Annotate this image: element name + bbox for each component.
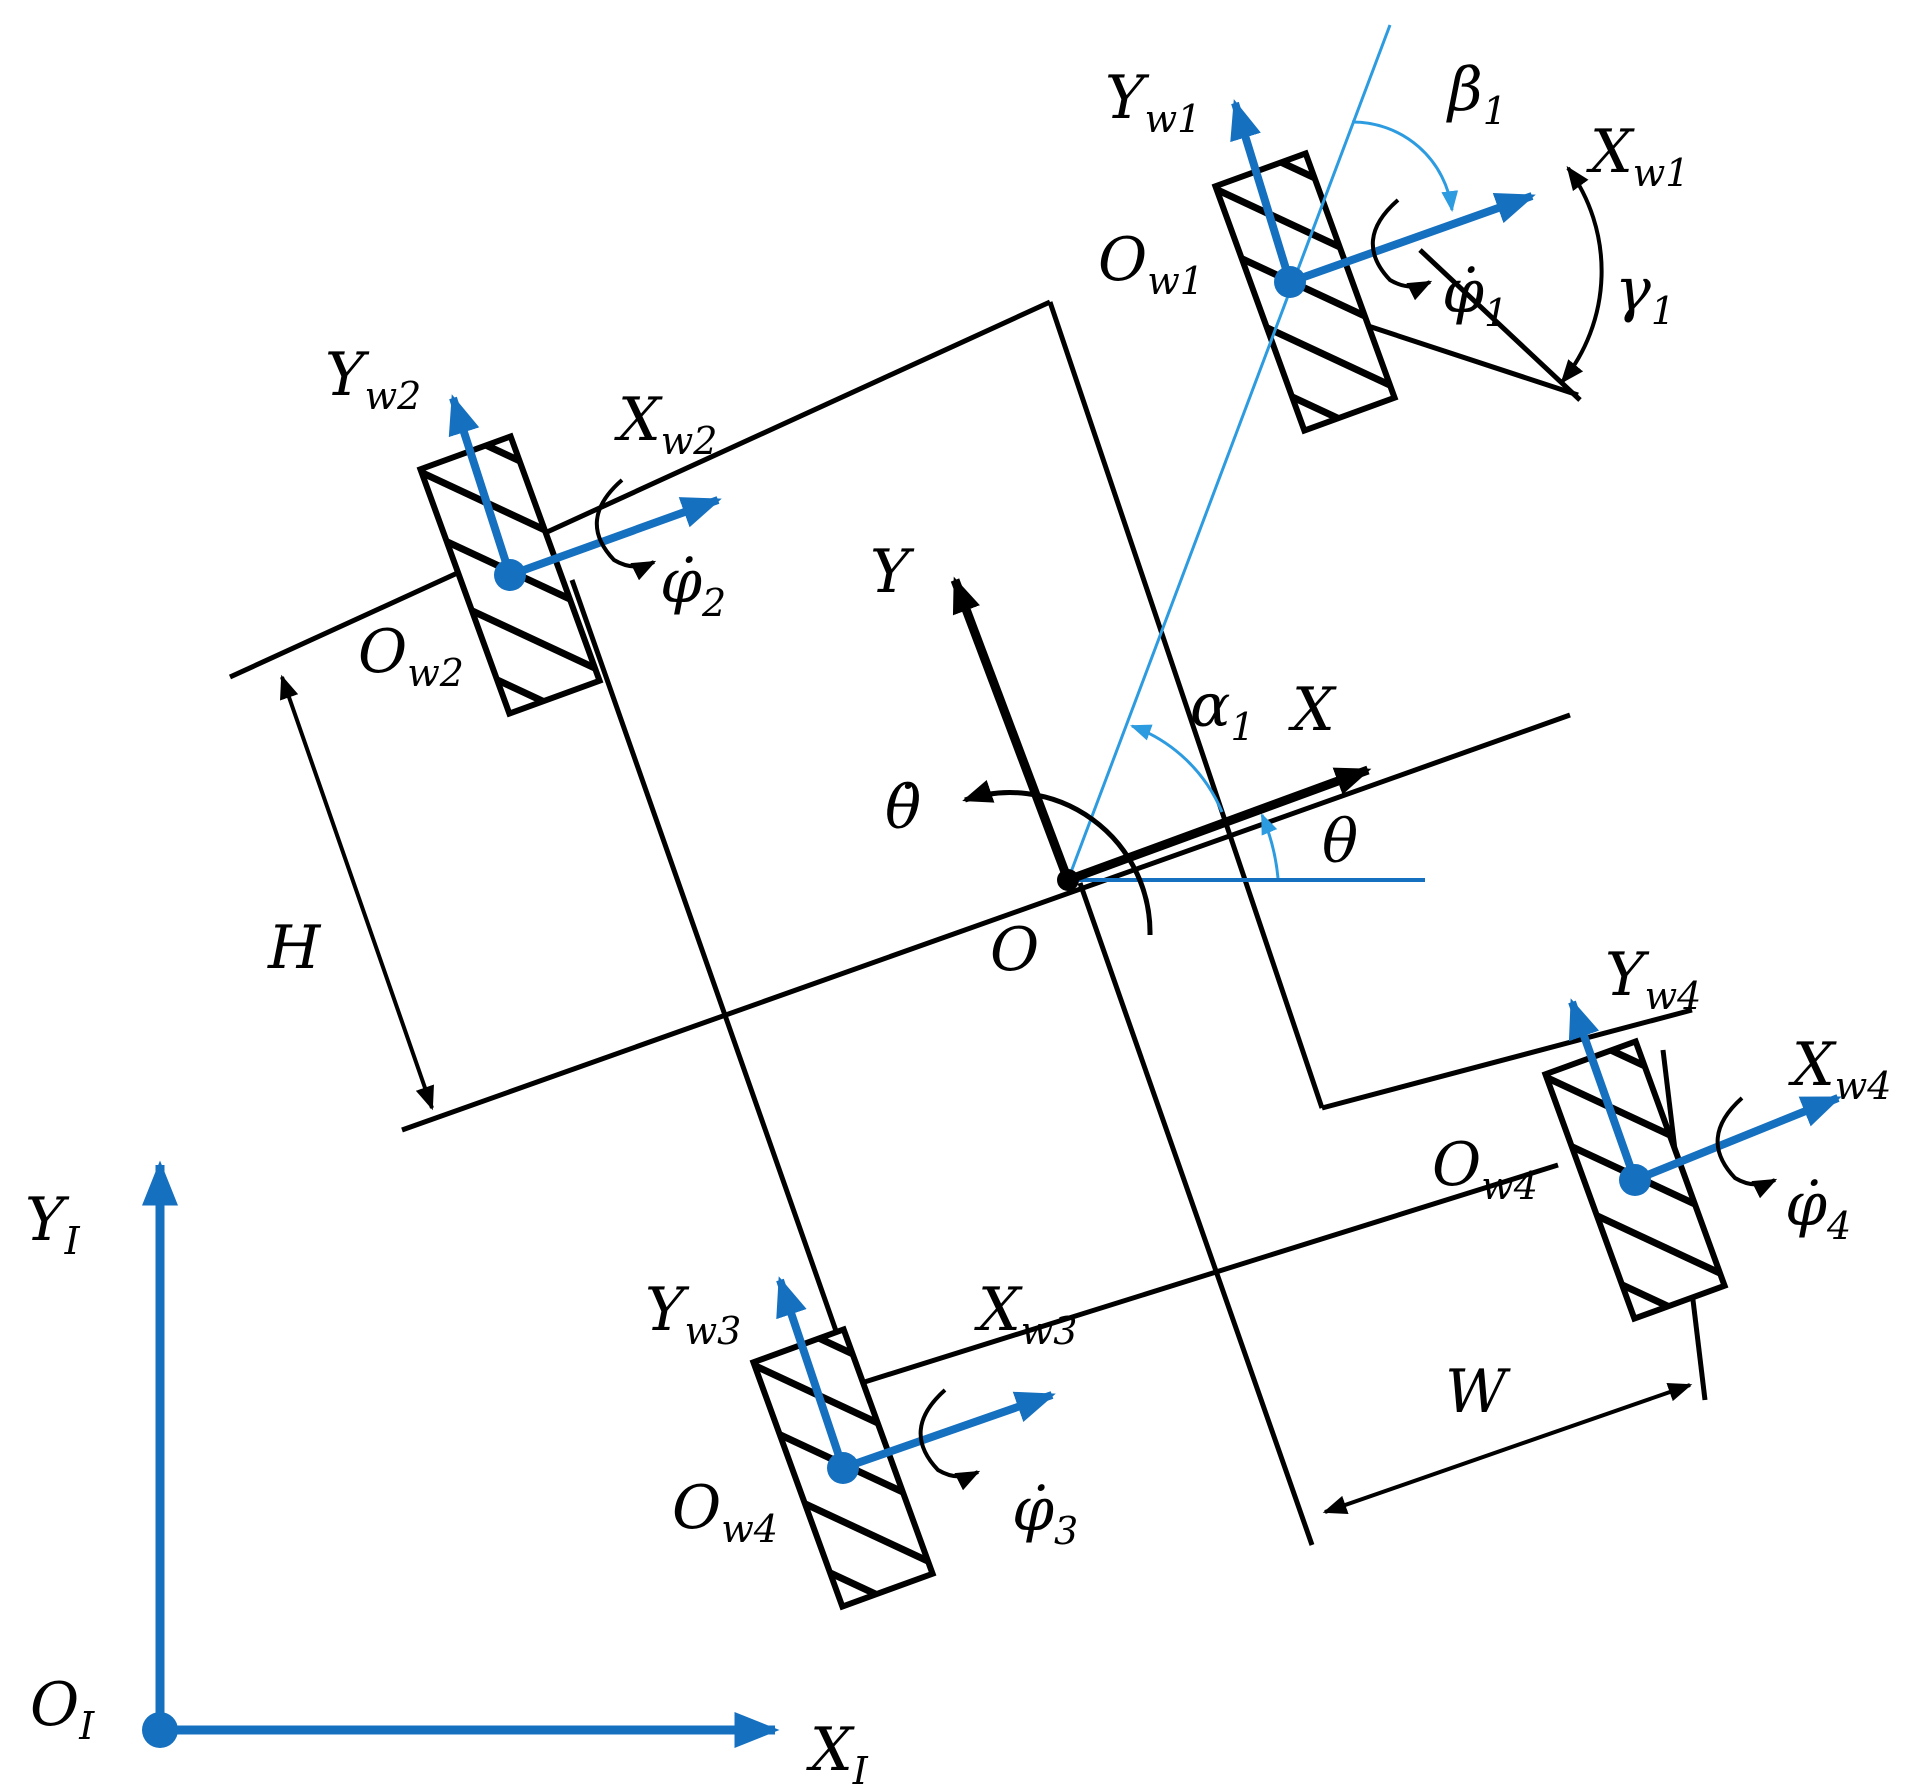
- label-y-body: Y: [870, 537, 915, 607]
- bottom-dimension-line: [401, 712, 1571, 1133]
- label-y-w4: Yw4: [1605, 940, 1701, 1018]
- label-h: H: [267, 913, 322, 983]
- center-y-line: [1077, 882, 1315, 1546]
- x-body-axis: [1066, 765, 1372, 885]
- y-body-axis: [950, 576, 1073, 882]
- label-o-inertial: OI: [30, 1670, 95, 1748]
- inertial-frame: [142, 1160, 780, 1748]
- wheel1-frame: [1230, 99, 1536, 301]
- wheel3-frame: [776, 1276, 1056, 1491]
- label-o-w4: Ow4: [1432, 1130, 1538, 1208]
- beta1-arc: [1351, 120, 1459, 213]
- right-side-line: [1047, 301, 1325, 1109]
- label-beta1: β1: [1446, 55, 1507, 133]
- label-o-w3: Ow4: [672, 1473, 778, 1551]
- label-y-w3: Yw3: [645, 1275, 741, 1353]
- theta-arc: [1260, 813, 1280, 879]
- label-x-w3: Xw3: [974, 1275, 1077, 1353]
- wheel2-frame: [448, 394, 722, 591]
- gamma-bottom-tick: [1349, 317, 1579, 398]
- label-w: W: [1445, 1357, 1511, 1427]
- label-theta-dot: θ̇: [885, 773, 921, 843]
- theta-dot-arrow: [962, 779, 1153, 936]
- top-dimension-line: [228, 299, 1052, 680]
- left-side-line: [569, 579, 858, 1386]
- label-phi-dot-1: φ̇1: [1442, 257, 1508, 335]
- label-gamma1: γ1: [1615, 255, 1675, 333]
- wheel1-direction-line: [1066, 24, 1392, 881]
- label-origin-o: O: [990, 915, 1039, 985]
- label-y-w2: Yw2: [325, 340, 421, 418]
- inertial-origin-point: [142, 1712, 178, 1748]
- w-dimension-arrow: [1322, 1383, 1693, 1514]
- label-x-w2: Xw2: [614, 385, 717, 463]
- right-extension-line: [1321, 1007, 1693, 1111]
- gamma1-arrow: [1560, 166, 1604, 384]
- label-y-inertial: YI: [25, 1185, 81, 1263]
- h-dimension-arrow: [280, 674, 434, 1111]
- alpha1-arc: [1130, 724, 1224, 813]
- label-x-w1: Xw1: [1586, 117, 1689, 195]
- label-theta: θ: [1322, 807, 1358, 877]
- gamma-top-tick: [1418, 248, 1582, 402]
- label-y-w1: Yw1: [1105, 63, 1201, 141]
- label-phi-dot-3: φ̇3: [1012, 1475, 1078, 1553]
- label-x-body: X: [1288, 675, 1337, 745]
- origin-o-point: [1057, 869, 1079, 891]
- body-frame: [228, 248, 1708, 1546]
- label-x-w4: Xw4: [1788, 1030, 1891, 1108]
- wheel-1: [1211, 149, 1399, 435]
- wheel4-frame: [1568, 998, 1842, 1199]
- label-x-inertial: XI: [806, 1715, 869, 1790]
- label-phi-dot-4: φ̇4: [1785, 1170, 1851, 1248]
- label-alpha1: α1: [1190, 671, 1255, 749]
- label-o-w1: Ow1: [1098, 225, 1204, 303]
- bottom-side-line: [854, 1162, 1559, 1388]
- label-o-w2: Ow2: [358, 617, 464, 695]
- label-phi-dot-2: φ̇2: [660, 547, 726, 625]
